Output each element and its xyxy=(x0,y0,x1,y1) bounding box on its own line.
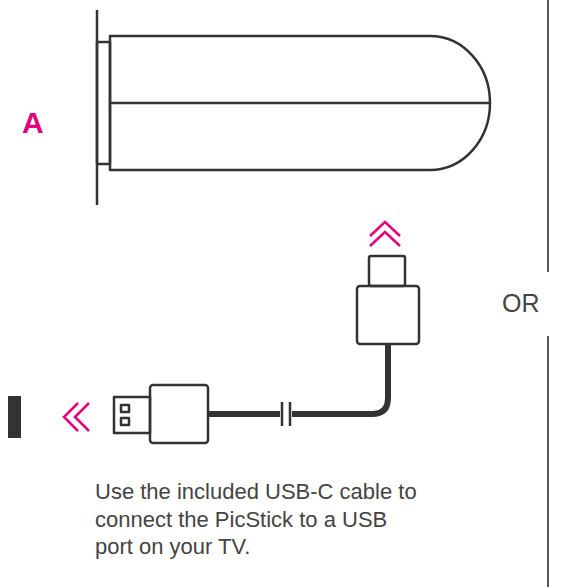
direction-chevron xyxy=(75,403,89,431)
usb-a-contact xyxy=(121,418,129,425)
picstick-body xyxy=(110,36,490,170)
cable xyxy=(208,411,280,417)
direction-chevron xyxy=(370,232,400,246)
usb-c-housing xyxy=(357,286,419,344)
usb-a-contact xyxy=(121,405,129,412)
usb-a-housing xyxy=(150,385,208,443)
cable-break xyxy=(281,402,284,426)
usb-port xyxy=(8,396,21,438)
picstick-base xyxy=(97,42,110,164)
usb-c-tip xyxy=(369,256,405,286)
direction-chevron xyxy=(370,222,400,236)
or-separator: OR xyxy=(502,288,546,319)
divider-line xyxy=(547,336,549,587)
divider-line xyxy=(547,0,549,272)
cable xyxy=(292,344,388,414)
part-letter: A xyxy=(22,104,62,142)
instruction-text: Use the included USB-C cable to connect … xyxy=(95,478,430,561)
usb-a-tip xyxy=(114,397,150,433)
cable-break xyxy=(289,402,292,426)
picstick-seam xyxy=(110,102,490,105)
